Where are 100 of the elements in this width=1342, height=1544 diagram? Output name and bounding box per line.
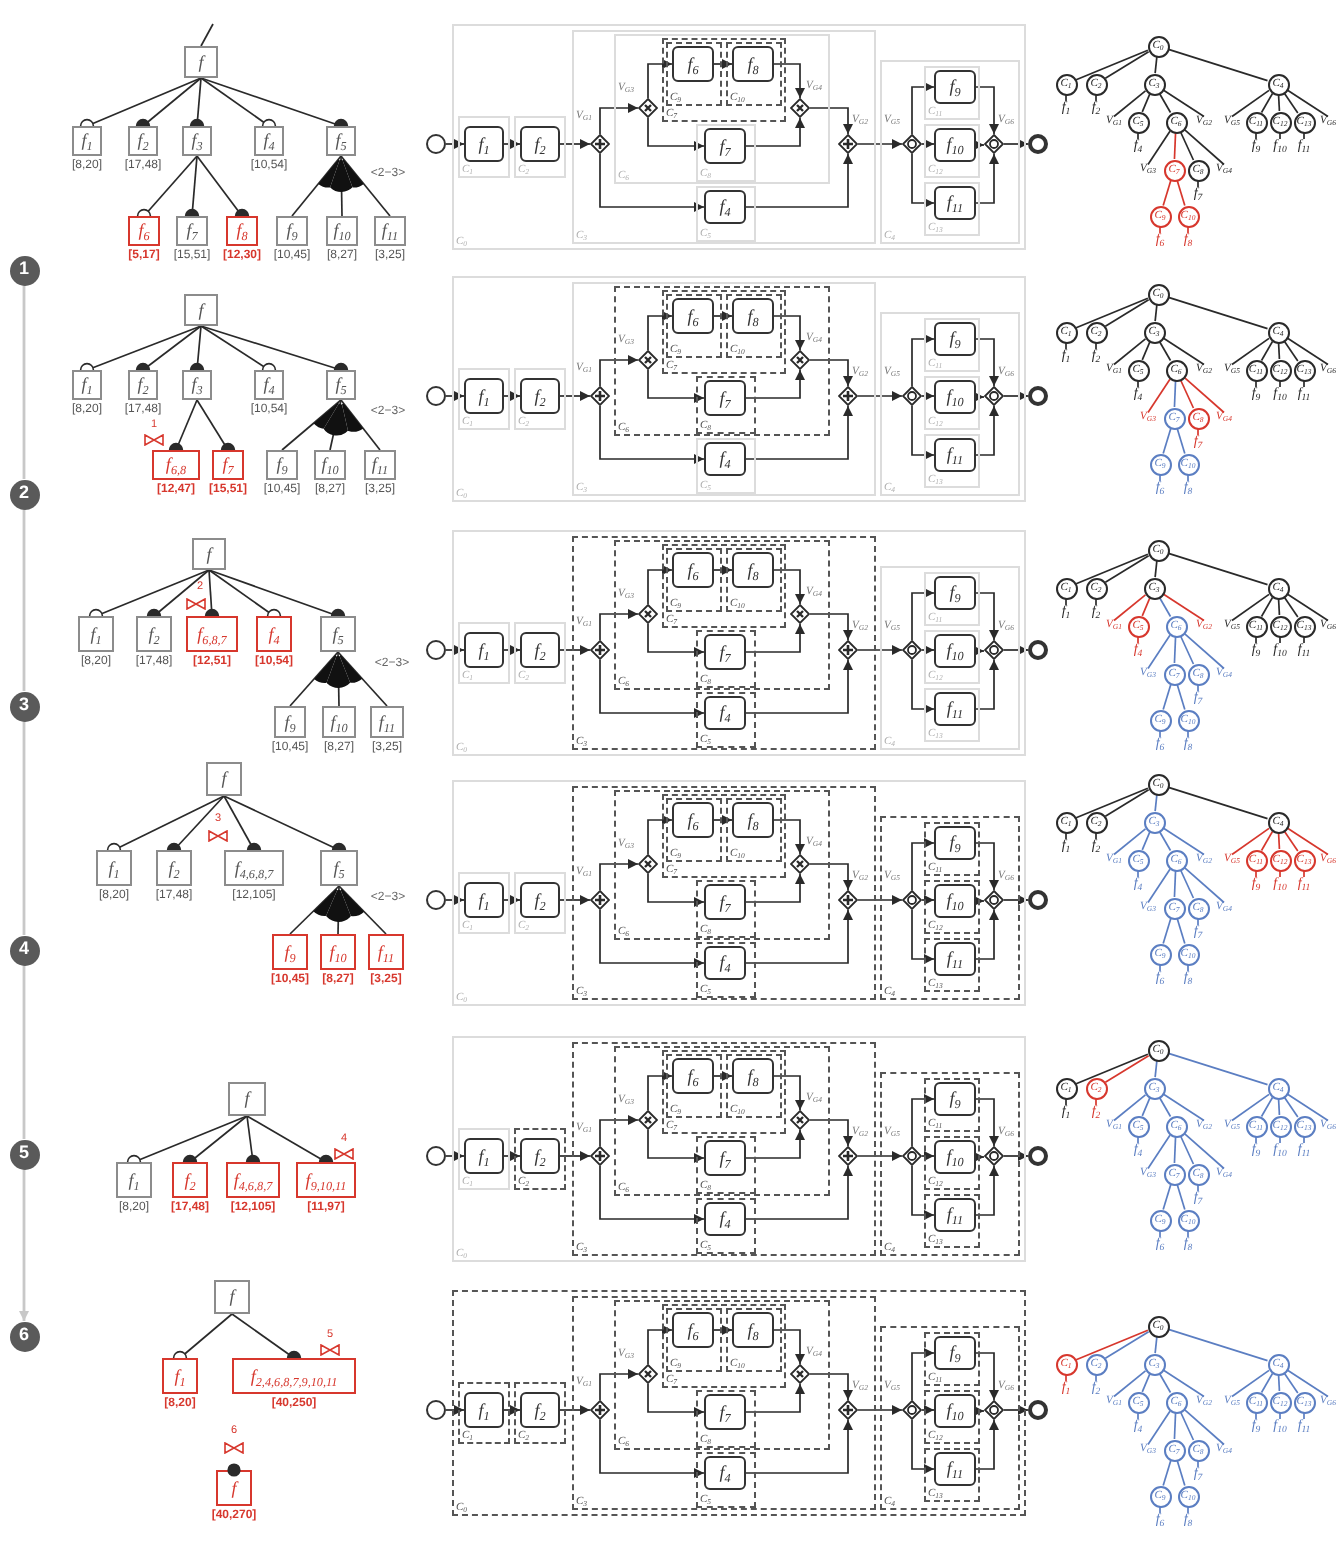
tree-link xyxy=(1303,1136,1305,1144)
tree-link xyxy=(1303,380,1305,388)
step-marker: 3 xyxy=(9,691,39,721)
sequence-flow-arrow xyxy=(503,1405,521,1415)
sequence-flow-arrow xyxy=(559,645,591,655)
feature-box: f xyxy=(184,294,218,326)
task-box: f$_{8}$ xyxy=(732,1058,774,1094)
gateway-diamond xyxy=(790,854,810,874)
feature-box: f$_{4,6,8,7}$ xyxy=(224,850,284,886)
gateway-diamond xyxy=(590,386,610,406)
feature-box: f$_{11}$ xyxy=(368,934,404,970)
sequence-flow-arrow xyxy=(1003,1405,1029,1415)
tree-link xyxy=(1176,917,1186,945)
start-event-circle xyxy=(426,890,446,910)
tree-link xyxy=(1279,1412,1281,1420)
fragment-region xyxy=(666,294,722,358)
tree-link xyxy=(1162,1459,1172,1487)
feature-box: f$_{1}$ xyxy=(96,850,132,886)
task-box: f$_{1}$ xyxy=(464,378,504,414)
task-box: f$_{8}$ xyxy=(732,46,774,82)
tree-link xyxy=(1162,89,1205,118)
feature-box: f$_{4}$ xyxy=(254,370,284,400)
tree-link xyxy=(1231,1369,1270,1398)
task-box: f$_{11}$ xyxy=(934,1198,976,1232)
tree-link xyxy=(1141,1373,1151,1393)
sequence-flow-arrow xyxy=(745,405,853,460)
feature-box: f$_{3}$ xyxy=(182,370,212,400)
feature-box: f$_{9}$ xyxy=(272,934,308,970)
sequence-flow-arrow xyxy=(975,338,999,387)
tree-link xyxy=(1113,1094,1147,1122)
feature-box: f$_{4,6,8,7}$ xyxy=(226,1162,280,1198)
tree-link xyxy=(1231,593,1270,622)
tree-link xyxy=(1162,337,1205,366)
timeline-connector xyxy=(22,965,26,1139)
sequence-flow-arrow xyxy=(599,659,705,718)
tree-link xyxy=(1159,964,1161,972)
tree-link xyxy=(1277,598,1281,616)
tree-link xyxy=(1176,1459,1186,1487)
sequence-flow-arrow xyxy=(911,405,935,460)
sequence-flow-arrow xyxy=(911,838,935,891)
fragment-region xyxy=(662,1304,786,1388)
gateway-diamond xyxy=(790,1110,810,1130)
task-box: f$_{10}$ xyxy=(934,1394,976,1428)
sequence-flow-arrow xyxy=(503,139,521,149)
sequence-flow-arrow xyxy=(975,86,999,135)
feature-box: f$_{9}$ xyxy=(274,706,306,738)
tree-link xyxy=(1197,1184,1199,1192)
task-box: f$_{2}$ xyxy=(520,1392,560,1428)
sequence-flow-arrow xyxy=(503,895,521,905)
tree-link xyxy=(1183,632,1225,670)
tree-link xyxy=(1104,298,1150,328)
tree-link xyxy=(1104,554,1150,584)
tree-link xyxy=(1162,427,1172,455)
feature-link xyxy=(281,396,342,451)
feature-box: f$_{11}$ xyxy=(374,216,406,246)
tree-link xyxy=(1260,340,1274,362)
sequence-flow-arrow xyxy=(713,1325,733,1335)
gateway-diamond xyxy=(790,604,810,624)
tree-link xyxy=(1167,552,1269,586)
fragment-region xyxy=(666,42,722,106)
sequence-flow-arrow xyxy=(445,645,465,655)
sequence-flow-arrow xyxy=(445,895,465,905)
timeline-connector xyxy=(19,1169,29,1321)
tree-link xyxy=(1113,90,1147,118)
tree-link xyxy=(1147,1410,1171,1446)
tree-link xyxy=(1065,1098,1067,1106)
tree-link xyxy=(1197,1460,1199,1468)
feature-box: f$_{9}$ xyxy=(266,450,298,480)
sequence-flow-arrow xyxy=(647,369,705,403)
fragment-region xyxy=(924,688,980,742)
feature-box: f$_{2}$ xyxy=(136,616,172,652)
gateway-diamond xyxy=(838,640,858,660)
task-box: f$_{7}$ xyxy=(704,1140,746,1176)
gateway-diamond xyxy=(790,350,810,370)
feature-link xyxy=(322,885,355,935)
fragment-region xyxy=(458,116,510,178)
tree-link xyxy=(1159,1506,1161,1514)
task-box: f$_{10}$ xyxy=(934,884,976,918)
task-box: f$_{4}$ xyxy=(704,1456,746,1490)
gateway-diamond xyxy=(984,134,1004,154)
fragment-region xyxy=(696,630,756,688)
sequence-flow-arrow xyxy=(911,153,935,208)
feature-link xyxy=(337,155,391,217)
sequence-flow-arrow xyxy=(974,646,985,656)
task-box: f$_{6}$ xyxy=(672,802,714,838)
tree-link xyxy=(1286,593,1329,622)
fragment-region xyxy=(924,376,980,430)
sequence-flow-arrow xyxy=(599,909,705,968)
tree-link xyxy=(1137,636,1139,644)
task-box: f$_{9}$ xyxy=(934,1082,976,1116)
fragment-region xyxy=(514,368,566,430)
fragment-region xyxy=(880,60,1020,244)
tree-link xyxy=(1255,636,1257,644)
tree-link xyxy=(1255,132,1257,140)
sequence-flow-arrow xyxy=(445,1151,465,1161)
tree-link xyxy=(1187,474,1189,482)
tree-link xyxy=(1277,1374,1281,1392)
task-box: f$_{7}$ xyxy=(704,128,746,164)
tree-link xyxy=(1147,1134,1171,1170)
feature-box: f xyxy=(216,1470,252,1506)
